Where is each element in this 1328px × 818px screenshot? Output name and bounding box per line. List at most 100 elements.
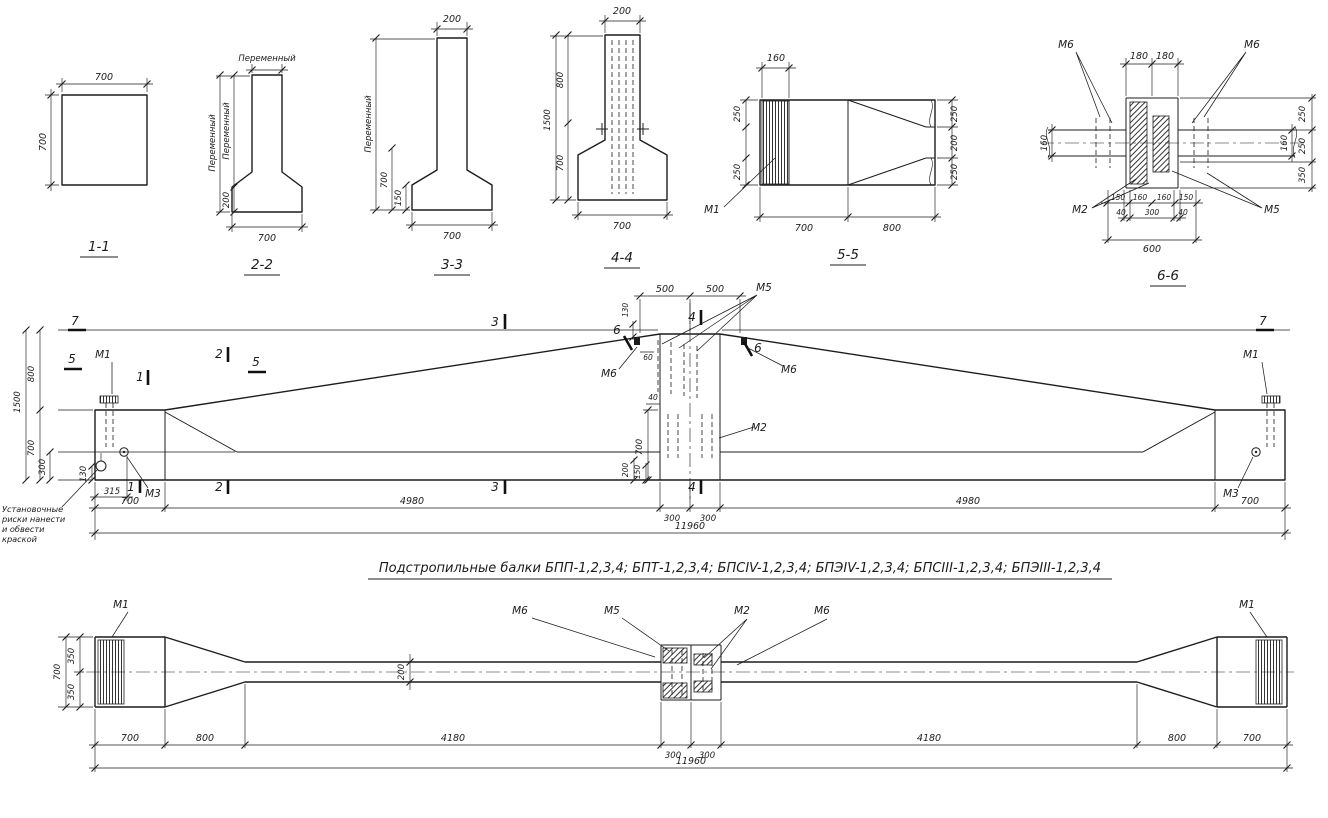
section-label: 1-1	[88, 239, 110, 255]
dim-label: 60	[643, 353, 653, 362]
mark-label-m2: М2	[751, 422, 767, 434]
dim-label: 315	[104, 487, 120, 497]
cut-label-2: 2	[215, 347, 223, 361]
dim-label: 500	[706, 284, 724, 295]
dim-label: 150	[1111, 193, 1126, 202]
mark-label-m6: М6	[601, 368, 617, 380]
dim-label: 40	[648, 393, 658, 402]
column-outline	[61, 94, 148, 186]
drawing-title: Подстропильные балки БПП-1,2,3,4; БПТ-1,…	[379, 561, 1101, 576]
dim-lines	[25, 295, 1291, 540]
dim-ticks	[372, 25, 496, 229]
section-3-3: 200 Переменный 700 150 700 3-3	[364, 14, 498, 276]
dim-label: 300	[665, 751, 681, 761]
cut-label-1: 1	[136, 370, 144, 384]
beam-inner-lines	[164, 334, 1216, 480]
mark-label-m5: М5	[604, 605, 620, 617]
dim-label: 800	[196, 733, 214, 744]
dim-label: 130	[621, 303, 630, 318]
dim-label: 700	[380, 172, 390, 188]
dim-label: 250	[733, 164, 743, 180]
column-outline	[577, 34, 668, 201]
dim-label: 4980	[400, 496, 424, 507]
dim-ticks	[216, 66, 306, 231]
mark-label-m2: М2	[734, 605, 750, 617]
section-5-5: 160 250 250 250 200 250 М1 700 800 5-5	[704, 53, 960, 266]
mark-label-m6: М6	[781, 364, 797, 376]
dim-ticks	[1048, 60, 1316, 244]
beam-end-outline	[759, 99, 936, 186]
dim-label: 180	[1130, 51, 1148, 62]
embed-plate-hatch	[99, 395, 119, 404]
joint-plate-hatch	[662, 647, 688, 664]
dim-lines	[550, 15, 673, 220]
cut-label-6: 6	[613, 323, 621, 337]
dim-label: 200	[443, 14, 461, 25]
dim-label: 40	[1178, 208, 1188, 217]
mark-label-m6: М6	[512, 605, 528, 617]
dim-label: 160	[1157, 193, 1172, 202]
dim-label: 40	[1116, 208, 1126, 217]
dim-label: Переменный	[222, 102, 232, 160]
column-outline	[231, 74, 303, 213]
cut-label-7: 7	[1259, 314, 1267, 328]
dim-label: 250	[950, 106, 960, 122]
dim-lines	[740, 62, 958, 222]
dim-label: 4980	[956, 496, 980, 507]
mark-leaders	[111, 611, 1268, 670]
dim-label: 300	[700, 514, 716, 524]
mark-label-m2: М2	[1072, 204, 1088, 216]
dim-lines	[45, 78, 153, 191]
m3-washer	[1251, 447, 1261, 457]
dim-label: 150	[394, 190, 404, 206]
m6-bolt	[634, 337, 640, 345]
mark-label-m6: М6	[1058, 39, 1074, 51]
dim-label: 700	[556, 155, 566, 171]
dim-label: Переменный	[238, 54, 296, 64]
note-line: Установочные	[2, 504, 63, 514]
dim-label: 200	[397, 664, 407, 680]
cut-label-2: 2	[215, 480, 223, 494]
mark-label-m5: М5	[1264, 204, 1280, 216]
anchor-dashes	[611, 40, 634, 194]
dim-label: 800	[556, 72, 566, 88]
cut-label-4: 4	[688, 480, 696, 494]
setting-mark-circle	[95, 460, 107, 472]
embed-plate-hatch	[1261, 395, 1281, 404]
cut-label-5: 5	[252, 355, 260, 369]
cut-label-6: 6	[754, 341, 762, 355]
mark-label-m3: М3	[145, 488, 161, 500]
m6-bolt	[741, 337, 747, 345]
dim-label: 160	[1280, 135, 1290, 151]
section-label: 4-4	[611, 250, 633, 266]
drawing-title-block: Подстропильные балки БПП-1,2,3,4; БПТ-1,…	[368, 561, 1112, 580]
dim-label: 700	[1243, 733, 1261, 744]
section-2-2: Переменный Переменный Переменный 200 700…	[208, 54, 308, 276]
dim-label: 800	[27, 366, 37, 382]
cut-label-7: 7	[71, 314, 79, 328]
section-label: 3-3	[441, 257, 463, 273]
dim-label: 300	[1145, 208, 1160, 217]
dim-label: 800	[883, 223, 901, 234]
mark-leaders	[61, 294, 1268, 508]
anchor-dashes	[105, 340, 1275, 458]
inner-lines	[788, 99, 935, 186]
dim-label: 350	[1298, 167, 1308, 183]
m1-leader	[723, 157, 776, 208]
dim-label: 200	[222, 192, 232, 208]
dim-label: Переменный	[208, 114, 218, 172]
joint-plate-hatch	[1152, 115, 1170, 173]
dim-ticks	[62, 633, 1291, 772]
dim-label: 180	[1156, 51, 1174, 62]
dim-label: 4180	[441, 733, 465, 744]
dim-label: 200	[613, 6, 631, 17]
bolt-dashes	[1095, 118, 1209, 168]
embed-plate-hatch	[761, 100, 790, 185]
beam-plan-view: М1 М6 М5 М2 М6 М1 700 350 350 200 700 80…	[53, 599, 1294, 772]
dim-label: 150	[1179, 193, 1194, 202]
joint-box-lines	[660, 644, 722, 701]
joint-plate-hatch	[662, 682, 688, 699]
dim-label: 800	[1168, 733, 1186, 744]
